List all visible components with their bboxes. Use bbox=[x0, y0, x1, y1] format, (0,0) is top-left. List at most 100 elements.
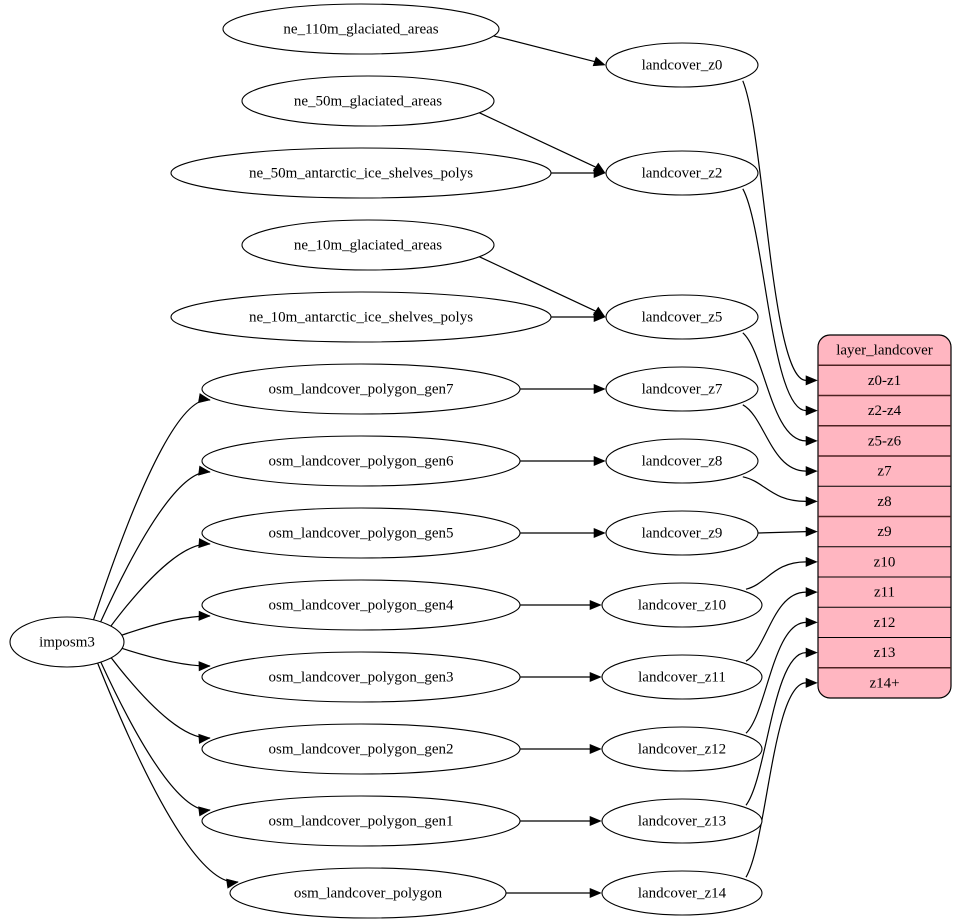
layer-table-row-z8[interactable]: z8 bbox=[818, 486, 951, 516]
node-landcover_z10[interactable]: landcover_z10 bbox=[601, 582, 763, 628]
node-osm_landcover_polygon_gen7[interactable]: osm_landcover_polygon_gen7 bbox=[201, 363, 521, 415]
edge-landcover_z5-to-table-z5-z6 bbox=[742, 332, 807, 442]
node-label: landcover_z5 bbox=[642, 309, 723, 325]
edge-landcover_z0-to-table-z0-z1-arrowhead bbox=[805, 375, 818, 386]
node-label: landcover_z8 bbox=[642, 453, 723, 469]
layer-landcover-table[interactable]: layer_landcoverz0-z1z2-z4z5-z6z7z8z9z10z… bbox=[817, 334, 952, 699]
edge-imposm3-to-osm_landcover_polygon_gen1-arrowhead bbox=[198, 806, 211, 817]
layer-table-cell-label: z2-z4 bbox=[868, 403, 902, 419]
edge-osm_landcover_polygon-to-landcover_z14-arrowhead bbox=[589, 887, 602, 899]
layer-table-row-z0-z1[interactable]: z0-z1 bbox=[818, 365, 951, 395]
edge-osm_landcover_polygon_gen4-to-landcover_z10-arrowhead bbox=[589, 599, 602, 611]
node-ellipse bbox=[201, 651, 521, 703]
node-ne_110m_glaciated_areas[interactable]: ne_110m_glaciated_areas bbox=[222, 3, 500, 55]
edge-ne_50m_antarctic_ice_shelves_polys-to-landcover_z2-arrowhead bbox=[593, 167, 606, 179]
edge-ne_110m_glaciated_areas-to-landcover_z0 bbox=[493, 35, 596, 63]
node-osm_landcover_polygon_gen2[interactable]: osm_landcover_polygon_gen2 bbox=[201, 723, 521, 775]
layer-table-row-z7[interactable]: z7 bbox=[818, 456, 951, 486]
edge-imposm3-to-osm_landcover_polygon_gen3-arrowhead bbox=[198, 661, 211, 672]
node-osm_landcover_polygon_gen3[interactable]: osm_landcover_polygon_gen3 bbox=[201, 651, 521, 703]
layer-table-cell-label: z14+ bbox=[869, 675, 899, 691]
node-ne_50m_glaciated_areas[interactable]: ne_50m_glaciated_areas bbox=[241, 75, 495, 127]
node-ellipse bbox=[605, 366, 759, 412]
node-ellipse bbox=[241, 75, 495, 127]
node-landcover_z13[interactable]: landcover_z13 bbox=[601, 798, 763, 844]
edge-ne_10m_antarctic_ice_shelves_polys-to-landcover_z5-arrowhead bbox=[593, 311, 606, 323]
node-osm_landcover_polygon_gen5[interactable]: osm_landcover_polygon_gen5 bbox=[201, 507, 521, 559]
node-ellipse bbox=[201, 363, 521, 415]
node-landcover_z2[interactable]: landcover_z2 bbox=[605, 150, 759, 196]
layer-table-cell-label: z11 bbox=[874, 585, 895, 601]
edge-landcover_z7-to-table-z7 bbox=[742, 404, 807, 472]
edge-landcover_z10-to-table-z10 bbox=[745, 561, 807, 590]
layer-table-cell-label: z9 bbox=[877, 524, 891, 540]
edge-imposm3-to-osm_landcover_polygon_gen5 bbox=[110, 543, 211, 627]
node-ne_10m_glaciated_areas[interactable]: ne_10m_glaciated_areas bbox=[241, 219, 495, 271]
layer-table-row-z11[interactable]: z11 bbox=[818, 577, 951, 607]
node-ellipse bbox=[170, 291, 552, 343]
node-ellipse bbox=[9, 616, 125, 668]
node-landcover_z5[interactable]: landcover_z5 bbox=[605, 294, 759, 340]
node-landcover_z11[interactable]: landcover_z11 bbox=[601, 654, 763, 700]
edge-landcover_z8-to-table-z8 bbox=[742, 476, 807, 502]
node-label: osm_landcover_polygon_gen7 bbox=[269, 381, 454, 397]
edge-landcover_z5-to-table-z5-z6-arrowhead bbox=[805, 435, 818, 446]
edge-osm_landcover_polygon_gen7-to-landcover_z7-arrowhead bbox=[593, 383, 606, 395]
node-ne_10m_antarctic_ice_shelves_polys[interactable]: ne_10m_antarctic_ice_shelves_polys bbox=[170, 291, 552, 343]
node-label: landcover_z12 bbox=[638, 741, 726, 757]
node-osm_landcover_polygon_gen1[interactable]: osm_landcover_polygon_gen1 bbox=[201, 795, 521, 847]
layer-table-row-z2-z4[interactable]: z2-z4 bbox=[818, 396, 951, 426]
node-ellipse bbox=[601, 798, 763, 844]
node-label: osm_landcover_polygon_gen4 bbox=[269, 597, 454, 613]
node-label: osm_landcover_polygon_gen1 bbox=[269, 813, 454, 829]
node-osm_landcover_polygon_gen6[interactable]: osm_landcover_polygon_gen6 bbox=[201, 435, 521, 487]
layer-table-row-z10[interactable]: z10 bbox=[818, 547, 951, 577]
edge-imposm3-to-osm_landcover_polygon bbox=[96, 662, 239, 883]
node-landcover_z12[interactable]: landcover_z12 bbox=[601, 726, 763, 772]
edge-landcover_z11-to-table-z11-arrowhead bbox=[805, 587, 818, 598]
edge-landcover_z0-to-table-z0-z1 bbox=[742, 80, 807, 381]
edge-osm_landcover_polygon_gen3-to-landcover_z11-arrowhead bbox=[589, 671, 602, 683]
edge-landcover_z13-to-table-z13-arrowhead bbox=[805, 647, 818, 658]
layer-table-cell-label: z7 bbox=[877, 464, 892, 480]
node-ellipse bbox=[601, 654, 763, 700]
node-label: ne_110m_glaciated_areas bbox=[283, 21, 438, 37]
edge-ne_50m_glaciated_areas-to-landcover_z2 bbox=[478, 112, 597, 169]
layer-table-cell-label: z8 bbox=[877, 494, 891, 510]
node-osm_landcover_polygon[interactable]: osm_landcover_polygon bbox=[229, 867, 507, 919]
layer-table-cell-label: z5-z6 bbox=[868, 433, 902, 449]
node-landcover_z8[interactable]: landcover_z8 bbox=[605, 438, 759, 484]
node-landcover_z7[interactable]: landcover_z7 bbox=[605, 366, 759, 412]
node-label: osm_landcover_polygon bbox=[294, 885, 443, 901]
node-osm_landcover_polygon_gen4[interactable]: osm_landcover_polygon_gen4 bbox=[201, 579, 521, 631]
node-ellipse bbox=[229, 867, 507, 919]
layer-table-row-z9[interactable]: z9 bbox=[818, 517, 951, 547]
edge-imposm3-to-osm_landcover_polygon_gen4 bbox=[120, 615, 211, 637]
node-label: landcover_z7 bbox=[642, 381, 723, 397]
edge-landcover_z13-to-table-z13 bbox=[745, 652, 807, 806]
edge-osm_landcover_polygon_gen5-to-landcover_z9-arrowhead bbox=[593, 527, 606, 539]
layer-table-row-z14+[interactable]: z14+ bbox=[818, 668, 951, 698]
edge-imposm3-to-osm_landcover_polygon_gen5-arrowhead bbox=[198, 538, 211, 549]
node-landcover_z9[interactable]: landcover_z9 bbox=[605, 510, 759, 556]
edge-imposm3-to-osm_landcover_polygon_gen2 bbox=[110, 656, 211, 739]
layer-table-row-z5-z6[interactable]: z5-z6 bbox=[818, 426, 951, 456]
node-ellipse bbox=[605, 42, 759, 88]
node-ellipse bbox=[170, 147, 552, 199]
node-label: osm_landcover_polygon_gen6 bbox=[269, 453, 454, 469]
node-ne_50m_antarctic_ice_shelves_polys[interactable]: ne_50m_antarctic_ice_shelves_polys bbox=[170, 147, 552, 199]
node-landcover_z0[interactable]: landcover_z0 bbox=[605, 42, 759, 88]
layer-table-row-z12[interactable]: z12 bbox=[818, 607, 951, 637]
edge-imposm3-to-osm_landcover_polygon_gen2-arrowhead bbox=[198, 733, 211, 744]
edge-osm_landcover_polygon_gen1-to-landcover_z13-arrowhead bbox=[589, 815, 602, 827]
edge-ne_110m_glaciated_areas-to-landcover_z0-arrowhead bbox=[592, 56, 606, 67]
edge-imposm3-to-osm_landcover_polygon_gen4-arrowhead bbox=[198, 610, 211, 621]
edge-landcover_z10-to-table-z10-arrowhead bbox=[805, 556, 818, 567]
node-imposm3[interactable]: imposm3 bbox=[9, 616, 125, 668]
layer-table-row-z13[interactable]: z13 bbox=[818, 638, 951, 668]
node-ellipse bbox=[605, 150, 759, 196]
node-ellipse bbox=[601, 870, 763, 916]
node-landcover_z14[interactable]: landcover_z14 bbox=[601, 870, 763, 916]
node-ellipse bbox=[201, 795, 521, 847]
